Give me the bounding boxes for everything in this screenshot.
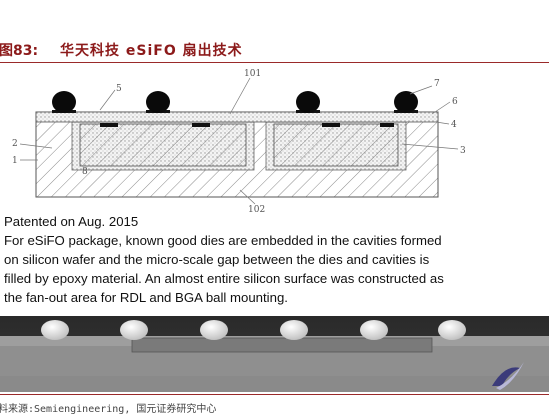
die-pads [100,123,394,127]
label-7: 7 [434,79,440,89]
label-2: 2 [12,139,18,149]
photo-solder-balls [41,320,466,340]
figure-title: 图83: 华天科技 eSiFO 扇出技术 [0,38,549,60]
label-8: 8 [82,167,88,177]
rdl-layer [35,111,439,123]
title-divider [0,62,549,63]
embedded-die [79,123,399,167]
caption-line: the fan-out area for RDL and BGA ball mo… [4,290,288,305]
label-1: 1 [12,156,18,166]
leader-lines [19,77,459,205]
label-3: 3 [460,146,466,156]
logo-icon [492,362,524,390]
caption-block: Patented on Aug. 2015 For eSiFO package,… [4,212,544,307]
label-6: 6 [452,97,458,107]
caption-line: Patented on Aug. 2015 [4,214,139,229]
caption-line: filled by epoxy material. An almost enti… [4,271,444,286]
label-102: 102 [248,205,265,214]
cross-section-photo [0,316,549,392]
solder-balls [52,91,418,113]
figure-title-text: 华天科技 eSiFO 扇出技术 [60,43,243,59]
source-note: 料来源:Semiengineering, 国元证券研究中心 [0,404,217,415]
label-4: 4 [451,120,457,130]
label-101: 101 [244,69,261,79]
label-5: 5 [116,84,122,94]
esifo-cross-section-diagram: 101 5 7 6 4 2 1 3 8 102 [12,69,466,214]
caption-line: on silicon wafer and the micro-scale gap… [4,252,430,267]
footer-divider [0,394,549,395]
caption-line: For eSiFO package, known good dies are e… [4,233,442,248]
figure-number: 图83: [0,43,39,59]
